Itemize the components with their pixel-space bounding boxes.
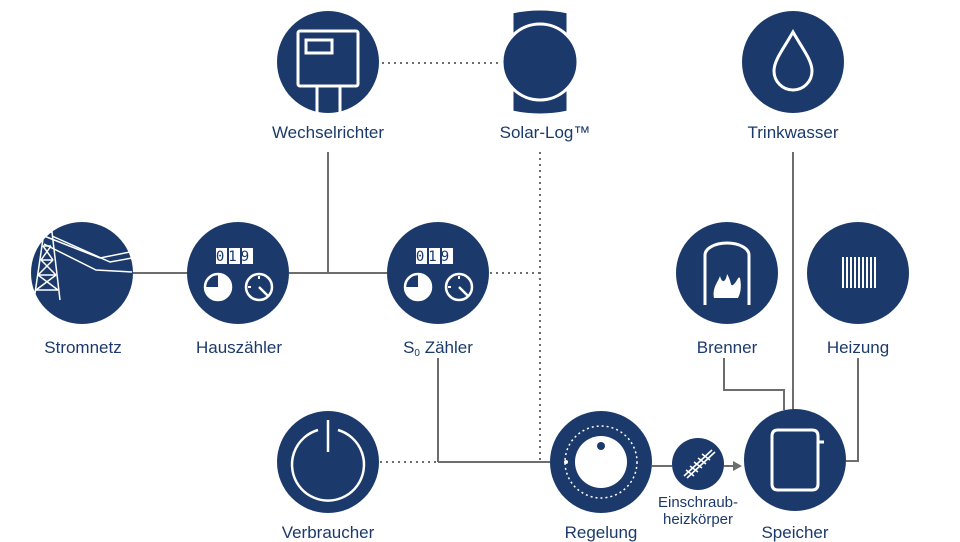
meter-counter: 019 bbox=[216, 249, 253, 265]
node-stromnetz bbox=[29, 222, 133, 324]
node-hauszaehler: 019 bbox=[187, 222, 289, 324]
meter-icon: 019 bbox=[403, 248, 474, 302]
water-drop-icon bbox=[772, 28, 814, 92]
solar-log-device-icon bbox=[500, 7, 580, 117]
radiator-icon bbox=[842, 257, 876, 288]
power-button-icon bbox=[290, 420, 366, 502]
node-heizung bbox=[807, 222, 909, 324]
storage-tank-icon bbox=[770, 428, 824, 492]
label-s0-sub: 0 bbox=[414, 348, 420, 359]
label-brenner: Brenner bbox=[696, 338, 758, 357]
node-trinkwasser bbox=[742, 11, 844, 113]
meter-icon: 019 bbox=[203, 248, 274, 302]
arrow-head bbox=[733, 461, 742, 471]
label-regelung: Regelung bbox=[564, 523, 638, 542]
connection-lines bbox=[133, 152, 859, 467]
line-brenner-speicher bbox=[723, 358, 785, 410]
node-wechselrichter bbox=[277, 11, 379, 114]
burner-flame-icon bbox=[703, 241, 751, 305]
label-solarlog: Solar-Log™ bbox=[499, 123, 591, 142]
label-trinkwasser: Trinkwasser bbox=[747, 123, 839, 142]
label-einschraub-line2: heizkörper bbox=[662, 511, 734, 528]
label-einschraub: Einschraub- heizkörper bbox=[658, 494, 738, 528]
node-solarlog bbox=[500, 7, 580, 117]
label-s0-main: S bbox=[403, 338, 415, 357]
node-brenner bbox=[676, 222, 778, 324]
label-wechselrichter: Wechselrichter bbox=[271, 123, 385, 142]
node-regelung bbox=[550, 411, 652, 513]
label-einschraub-line1: Einschraub- bbox=[657, 494, 739, 511]
label-s0-rest: Zähler bbox=[419, 338, 473, 357]
control-dial-icon bbox=[564, 425, 638, 499]
label-heizung: Heizung bbox=[826, 338, 890, 357]
label-s0zaehler: S0 Zähler bbox=[403, 339, 473, 363]
node-verbraucher bbox=[277, 411, 379, 513]
meter-counter: 019 bbox=[416, 249, 453, 265]
inverter-icon bbox=[296, 29, 360, 114]
node-einschraub bbox=[672, 438, 724, 490]
node-speicher bbox=[744, 409, 846, 511]
node-s0zaehler: 019 bbox=[387, 222, 489, 324]
label-stromnetz: Stromnetz bbox=[44, 338, 122, 357]
label-speicher: Speicher bbox=[761, 523, 829, 542]
label-verbraucher: Verbraucher bbox=[281, 523, 375, 542]
dotted-lines bbox=[380, 62, 541, 463]
power-pylon-icon bbox=[29, 231, 133, 301]
label-hauszaehler: Hauszähler bbox=[196, 338, 282, 357]
line-heizung-speicher bbox=[846, 358, 859, 462]
heating-coil-icon bbox=[683, 449, 716, 479]
